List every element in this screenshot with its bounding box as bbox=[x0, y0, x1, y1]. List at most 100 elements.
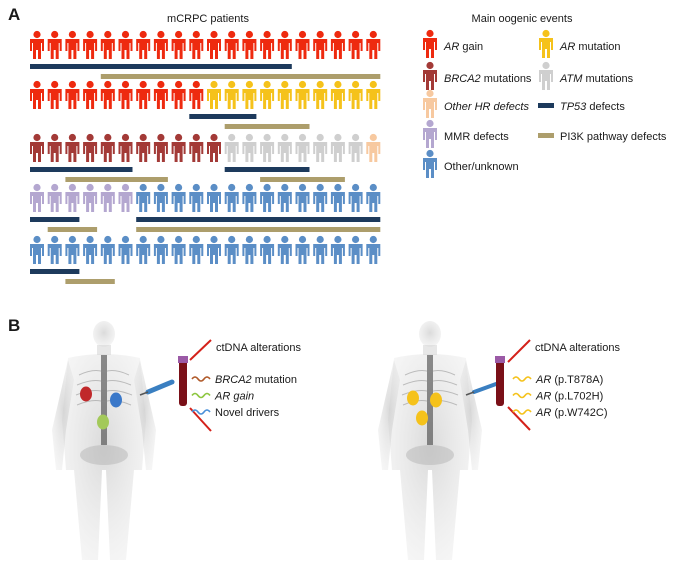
patient-icon bbox=[189, 80, 204, 109]
patient-icon bbox=[118, 133, 133, 162]
pi3k-bar-row-5 bbox=[65, 279, 115, 284]
patient-icon bbox=[30, 30, 44, 59]
patient-icon bbox=[30, 235, 44, 264]
legend-label: PI3K pathway defects bbox=[560, 131, 667, 143]
alteration-label: AR (p.W742C) bbox=[535, 407, 608, 419]
bone-scan-right bbox=[378, 321, 482, 560]
patient-icon bbox=[30, 80, 44, 109]
tp53-bar-row-1 bbox=[30, 64, 292, 69]
patient-grid bbox=[30, 30, 381, 284]
tp53-bar-row-3 bbox=[30, 167, 133, 172]
alteration-label: BRCA2 mutation bbox=[215, 374, 297, 386]
legend-swatch bbox=[539, 29, 553, 58]
legend-swatch bbox=[423, 149, 437, 178]
patient-icon bbox=[207, 80, 221, 109]
patient-icon bbox=[83, 183, 98, 212]
patient-icon bbox=[313, 133, 328, 162]
patient-icon bbox=[100, 80, 115, 109]
panel-a-label: A bbox=[8, 5, 20, 24]
patient-icon bbox=[83, 133, 98, 162]
syringe-left bbox=[139, 379, 175, 396]
callout-line-top-left bbox=[189, 339, 212, 361]
patient-icon bbox=[100, 133, 115, 162]
tube-left bbox=[178, 356, 188, 406]
patient-icon bbox=[242, 133, 257, 162]
patient-icon bbox=[348, 235, 363, 264]
patient-icon bbox=[366, 235, 381, 264]
patient-icon bbox=[366, 80, 381, 109]
legend-label: MMR defects bbox=[444, 131, 509, 143]
legend-label: AR mutation bbox=[559, 41, 621, 53]
bone-scan-left bbox=[52, 321, 156, 560]
patient-icon bbox=[260, 80, 275, 109]
patient-icon bbox=[330, 80, 345, 109]
legend-label: AR gain bbox=[443, 41, 483, 53]
patient-icon bbox=[153, 30, 168, 59]
patient-icon bbox=[83, 30, 98, 59]
patient-icon bbox=[242, 235, 257, 264]
ctdna-list-right: AR (p.T878A)AR (p.L702H)AR (p.W742C) bbox=[512, 374, 608, 419]
patient-icon bbox=[277, 235, 292, 264]
patient-icon bbox=[118, 183, 133, 212]
patient-icon bbox=[207, 30, 221, 59]
patient-icon bbox=[153, 80, 168, 109]
patient-icon bbox=[277, 30, 292, 59]
patient-icon bbox=[242, 30, 257, 59]
patient-icon bbox=[136, 30, 151, 59]
patient-icon bbox=[171, 30, 186, 59]
patient-icon bbox=[260, 30, 275, 59]
legend-label: ATM mutations bbox=[559, 73, 634, 85]
patient-icon bbox=[30, 183, 44, 212]
patient-icon bbox=[65, 235, 80, 264]
pi3k-bar-row-1 bbox=[100, 74, 381, 79]
lesion bbox=[430, 392, 442, 408]
alteration-icon bbox=[191, 409, 211, 415]
patient-icon bbox=[295, 183, 310, 212]
legend-title: Main oogenic events bbox=[472, 13, 573, 25]
patient-icon bbox=[47, 235, 62, 264]
legend-swatch bbox=[539, 61, 553, 90]
patient-icon bbox=[330, 235, 345, 264]
patient-icon bbox=[330, 183, 345, 212]
legend-swatch bbox=[423, 29, 437, 58]
patient-icon bbox=[189, 30, 204, 59]
patient-icon bbox=[277, 183, 292, 212]
patient-icon bbox=[153, 183, 168, 212]
patient-icon bbox=[171, 80, 186, 109]
patient-icon bbox=[224, 30, 239, 59]
alteration-icon bbox=[512, 392, 532, 399]
patient-icon bbox=[30, 133, 44, 162]
patient-icon bbox=[242, 80, 257, 109]
patient-icon bbox=[313, 30, 328, 59]
patient-icon bbox=[65, 30, 80, 59]
patient-icon bbox=[366, 133, 381, 162]
patient-icon bbox=[153, 235, 168, 264]
patient-icon bbox=[153, 133, 168, 162]
patient-icon bbox=[224, 235, 239, 264]
legend-swatch bbox=[423, 119, 437, 148]
patient-icon bbox=[118, 30, 133, 59]
patient-icon bbox=[136, 183, 151, 212]
patient-icon bbox=[65, 183, 80, 212]
patient-icon bbox=[47, 183, 62, 212]
legend-swatch bbox=[538, 103, 554, 108]
patient-icon bbox=[295, 235, 310, 264]
patient-icon bbox=[348, 30, 363, 59]
patient-icon bbox=[207, 235, 221, 264]
patient-icon bbox=[47, 80, 62, 109]
tp53-bar-row-2 bbox=[189, 114, 257, 119]
lesion bbox=[416, 410, 428, 426]
legend-label: Other/unknown bbox=[444, 161, 519, 173]
patient-icon bbox=[136, 235, 151, 264]
tp53-bar-row-5 bbox=[30, 269, 80, 274]
alteration-icon bbox=[191, 376, 211, 382]
pi3k-bar-row-2 bbox=[224, 124, 310, 129]
pi3k-bar-row-4 bbox=[47, 227, 98, 232]
alteration-label: AR (p.L702H) bbox=[535, 391, 603, 403]
legend-swatch bbox=[423, 89, 437, 118]
patient-icon bbox=[224, 183, 239, 212]
patient-icon bbox=[83, 80, 98, 109]
patient-icon bbox=[295, 30, 310, 59]
patient-icon bbox=[65, 133, 80, 162]
